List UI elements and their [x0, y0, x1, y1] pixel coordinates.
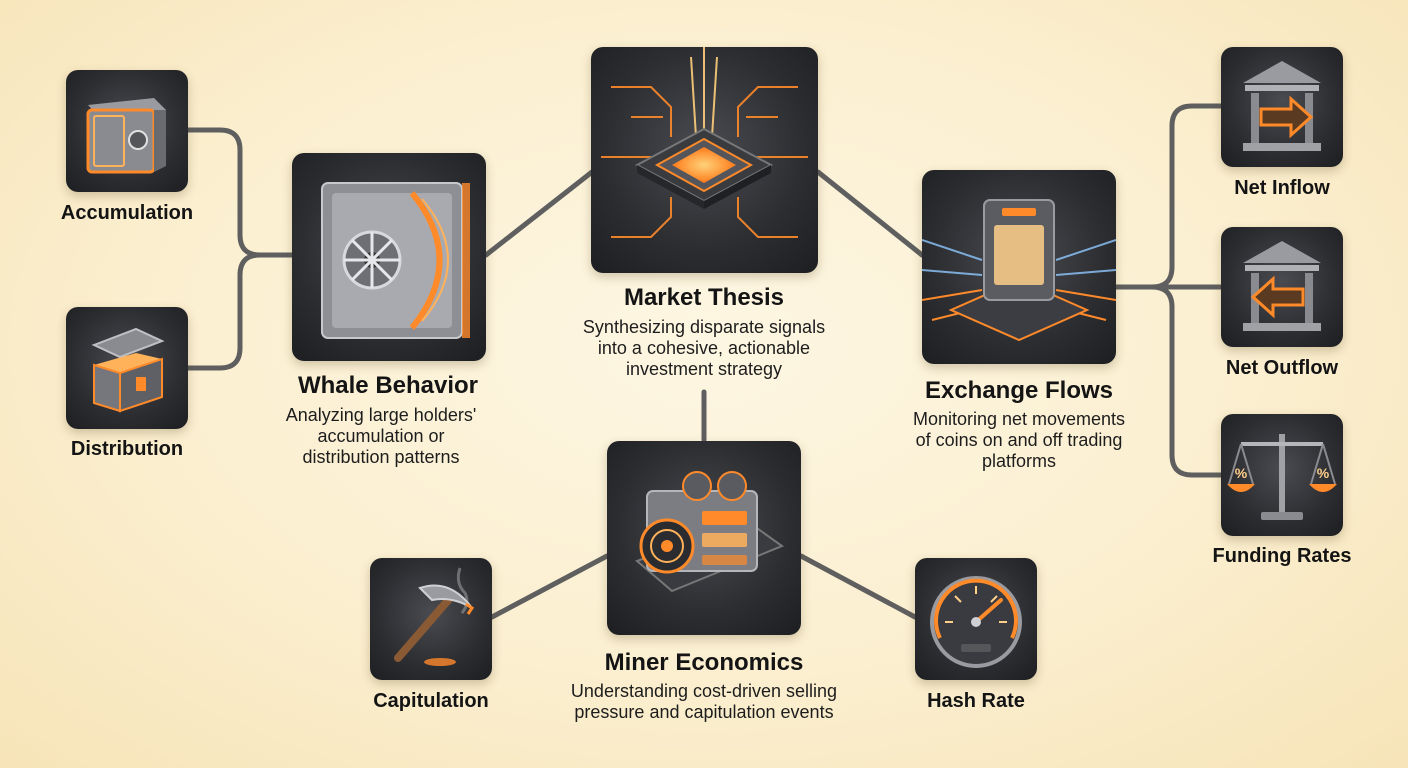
connector-miner-hashrate [798, 553, 918, 620]
capitulation-title: Capitulation [373, 690, 489, 712]
svg-text:%: % [1317, 465, 1330, 481]
funding-rates-title: Funding Rates [1212, 545, 1352, 567]
exchange-flows-description: Monitoring net movements of coins on and… [913, 409, 1125, 472]
safe-icon [66, 70, 188, 192]
connector-capitulation-miner [489, 553, 610, 620]
exchange-flows-desc-line-3: platforms [981, 451, 1057, 471]
whale-behavior-title: Whale Behavior [297, 372, 479, 399]
speedometer-icon [915, 558, 1037, 680]
whale-behavior-desc-line-1: Analyzing large holders' [285, 405, 477, 425]
processor-chip-icon [591, 47, 818, 273]
accumulation-title: Accumulation [60, 202, 194, 224]
market-thesis-title: Market Thesis [623, 284, 785, 311]
exchange-flows-desc-line-1: Monitoring net movements [912, 409, 1126, 429]
pickaxe-icon [370, 558, 492, 680]
market-thesis-desc-line-1: Synthesizing disparate signals [582, 317, 826, 337]
mining-rig-icon [607, 441, 801, 635]
exchange-flows-desc-line-2: of coins on and off trading [915, 430, 1123, 450]
bank-arrow-left-icon [1221, 227, 1343, 347]
whale-behavior-desc-line-2: accumulation or [317, 426, 445, 446]
bank-arrow-right-icon [1221, 47, 1343, 167]
miner-economics-desc-line-1: Understanding cost-driven selling [570, 681, 838, 701]
market-thesis-description: Synthesizing disparate signals into a co… [583, 317, 825, 380]
net-outflow-title: Net Outflow [1225, 357, 1339, 379]
exchange-flows-title: Exchange Flows [924, 377, 1114, 404]
miner-economics-desc-line-2: pressure and capitulation events [574, 702, 834, 722]
balance-scale-icon: % % [1221, 414, 1343, 536]
svg-text:%: % [1235, 465, 1248, 481]
miner-economics-title: Miner Economics [604, 649, 804, 676]
whale-behavior-description: Analyzing large holders' accumulation or… [286, 405, 477, 468]
bank-vault-icon [292, 153, 486, 361]
net-inflow-title: Net Inflow [1234, 177, 1330, 199]
market-thesis-desc-line-2: into a cohesive, actionable [597, 338, 811, 358]
open-chest-icon [66, 307, 188, 429]
exchange-terminal-icon [922, 170, 1116, 364]
miner-economics-description: Understanding cost-driven selling pressu… [571, 681, 837, 723]
hash-rate-title: Hash Rate [927, 690, 1025, 712]
distribution-title: Distribution [70, 438, 184, 460]
connector-accumulation-whale [185, 127, 295, 258]
whale-behavior-desc-line-3: distribution patterns [302, 447, 460, 467]
connector-exchange-funding [1149, 284, 1224, 478]
connector-exchange-inflow [1113, 103, 1224, 290]
connector-thesis-exchange [815, 169, 925, 258]
market-thesis-desc-line-3: investment strategy [625, 359, 783, 379]
connector-distribution-whale [185, 252, 263, 371]
connector-whale-thesis [483, 169, 595, 258]
